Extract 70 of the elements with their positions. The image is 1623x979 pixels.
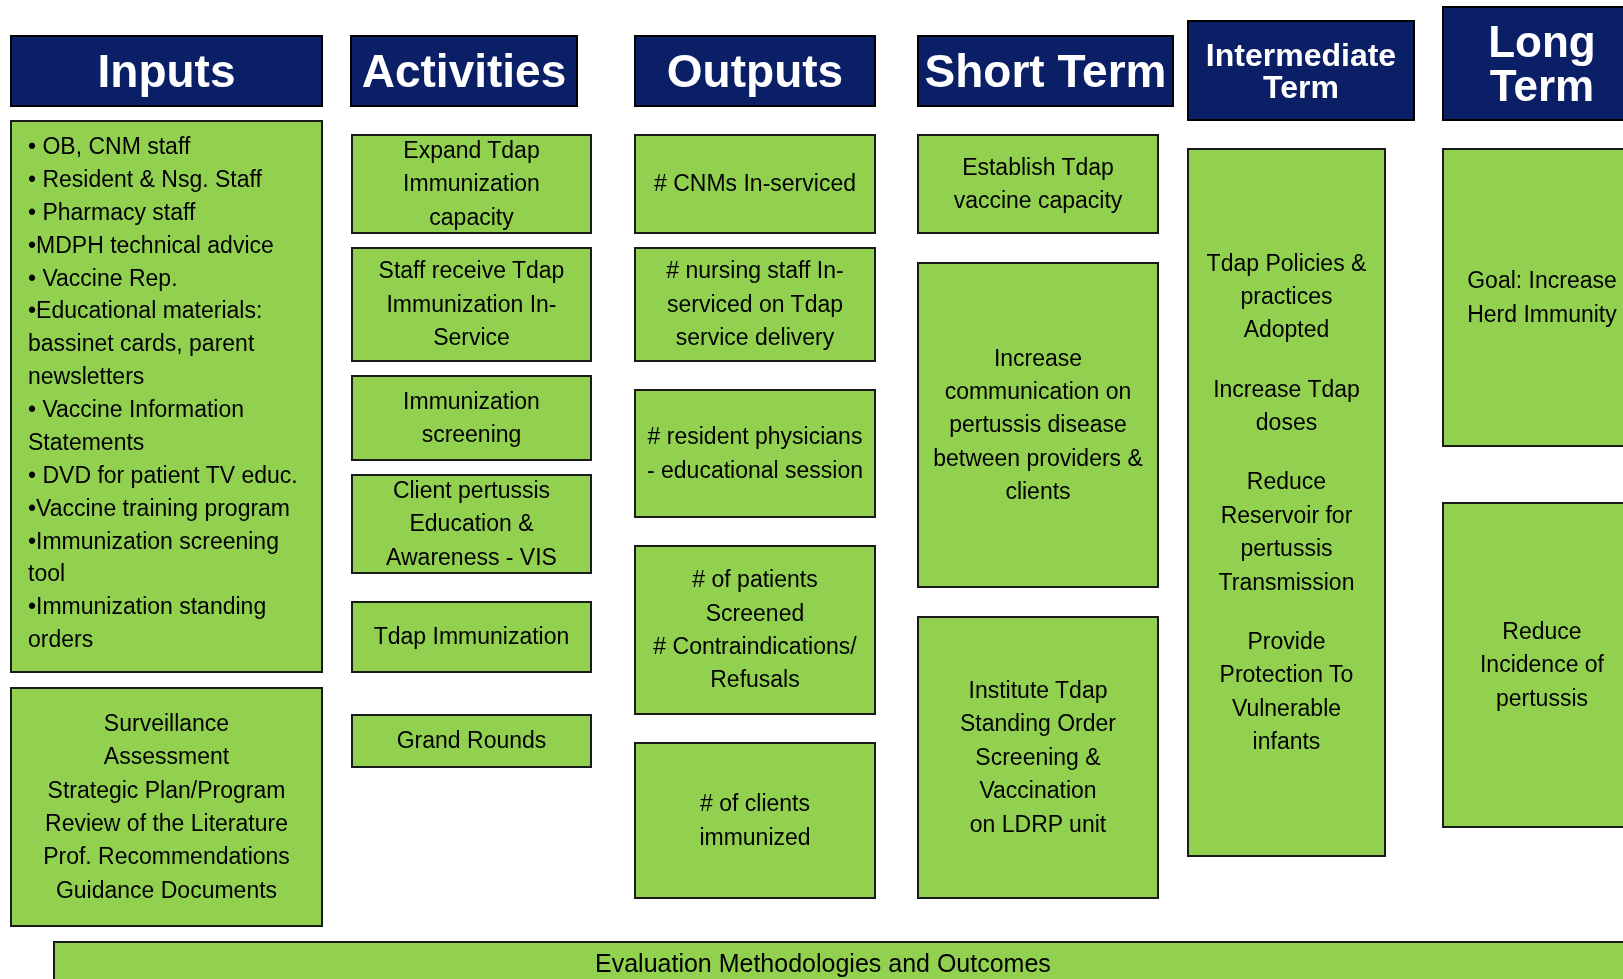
box-text: Reduce Reservoir for pertussis Transmission: [1217, 467, 1356, 597]
box-text: # of patients Screened: [691, 565, 819, 628]
column-header: [350, 35, 578, 107]
box-text: # of clients immunized: [698, 789, 812, 852]
box-text: Tdap Immunization: [373, 622, 570, 652]
list-item: • DVD for patient TV educ.: [28, 460, 298, 490]
box-text: Review of the Literature: [45, 809, 288, 838]
box-text: Increase communication on pertussis disease between providers & clients: [932, 343, 1144, 506]
process-box: [634, 247, 876, 362]
box-text: Client pertussis Education & Awareness - VIS: [385, 476, 558, 572]
process-box: [634, 134, 876, 234]
box-text: Institute Tdap: [968, 676, 1108, 706]
column-header: [917, 35, 1174, 107]
header-text: Long Term: [1487, 19, 1597, 108]
list-item: • Vaccine Rep.: [28, 263, 178, 293]
process-box: [351, 375, 592, 461]
box-text: Increase Tdap doses: [1212, 374, 1361, 438]
box-text: # Contraindications/ Refusals: [652, 632, 858, 695]
process-box: [351, 247, 592, 362]
box-text: Surveillance: [103, 708, 230, 738]
process-box: [1442, 148, 1623, 447]
box-text: Provide Protection To Vulnerable infants: [1218, 626, 1355, 756]
outcome-box: [1187, 148, 1386, 857]
box-text: Tdap Policies & practices Adopted: [1205, 248, 1368, 345]
process-box: [917, 262, 1159, 588]
list-item: •Vaccine training program: [28, 493, 291, 523]
box-text: Grand Rounds: [396, 726, 547, 756]
column-header: [1187, 20, 1415, 121]
box-text: Staff receive Tdap Immunization In-Service: [377, 256, 566, 353]
list-item: •Immunization screening tool: [28, 526, 280, 589]
list-item: •Immunization standing orders: [28, 592, 268, 655]
box-text: Expand Tdap Immunization capacity: [402, 136, 541, 232]
box-text: # resident physicians - educational session: [645, 422, 865, 485]
header-text: Short Term: [924, 48, 1167, 94]
process-box: [634, 742, 876, 899]
list-item: •Educational materials: bassinet cards, parent newsletters: [28, 296, 264, 392]
evaluation-bar: [53, 941, 1623, 979]
header-text: Intermediate Term: [1204, 38, 1398, 103]
process-box: [10, 687, 323, 927]
box-text: Goal: Increase Herd Immunity: [1466, 266, 1618, 329]
process-box: [634, 389, 876, 518]
list-item: • OB, CNM staff: [28, 132, 191, 161]
box-text: Prof. Recommendations: [43, 842, 290, 872]
process-box: [634, 545, 876, 715]
process-box: [917, 616, 1159, 899]
list-item: • Resident & Nsg. Staff: [28, 164, 262, 194]
box-text: Guidance Documents: [55, 875, 278, 905]
box-text: # nursing staff In-serviced on Tdap service delivery: [665, 256, 845, 353]
list-item: •MDPH technical advice: [28, 230, 274, 260]
box-text: Evaluation Methodologies and Outcomes: [595, 948, 1051, 979]
process-box: [351, 474, 592, 574]
process-box: [917, 134, 1159, 234]
process-box: [351, 601, 592, 673]
process-box: [351, 134, 592, 234]
input-box: [10, 120, 323, 673]
box-text: Establish Tdap vaccine capacity: [952, 152, 1124, 215]
list-item: • Vaccine Information Statements: [28, 395, 245, 457]
box-text: Immunization screening: [402, 386, 541, 449]
column-header: [634, 35, 876, 107]
box-text: # CNMs In-serviced: [654, 169, 856, 199]
box-text: Assessment: [103, 742, 230, 772]
box-text: on LDRP unit: [969, 809, 1107, 839]
process-box: [351, 714, 592, 768]
box-text: Reduce Incidence of pertussis: [1479, 617, 1605, 713]
column-header: [1442, 6, 1623, 121]
column-header: [10, 35, 323, 107]
box-text: Strategic Plan/Program: [47, 775, 286, 805]
process-box: [1442, 502, 1623, 828]
list-item: • Pharmacy staff: [28, 197, 196, 227]
header-text: Activities: [361, 48, 567, 94]
